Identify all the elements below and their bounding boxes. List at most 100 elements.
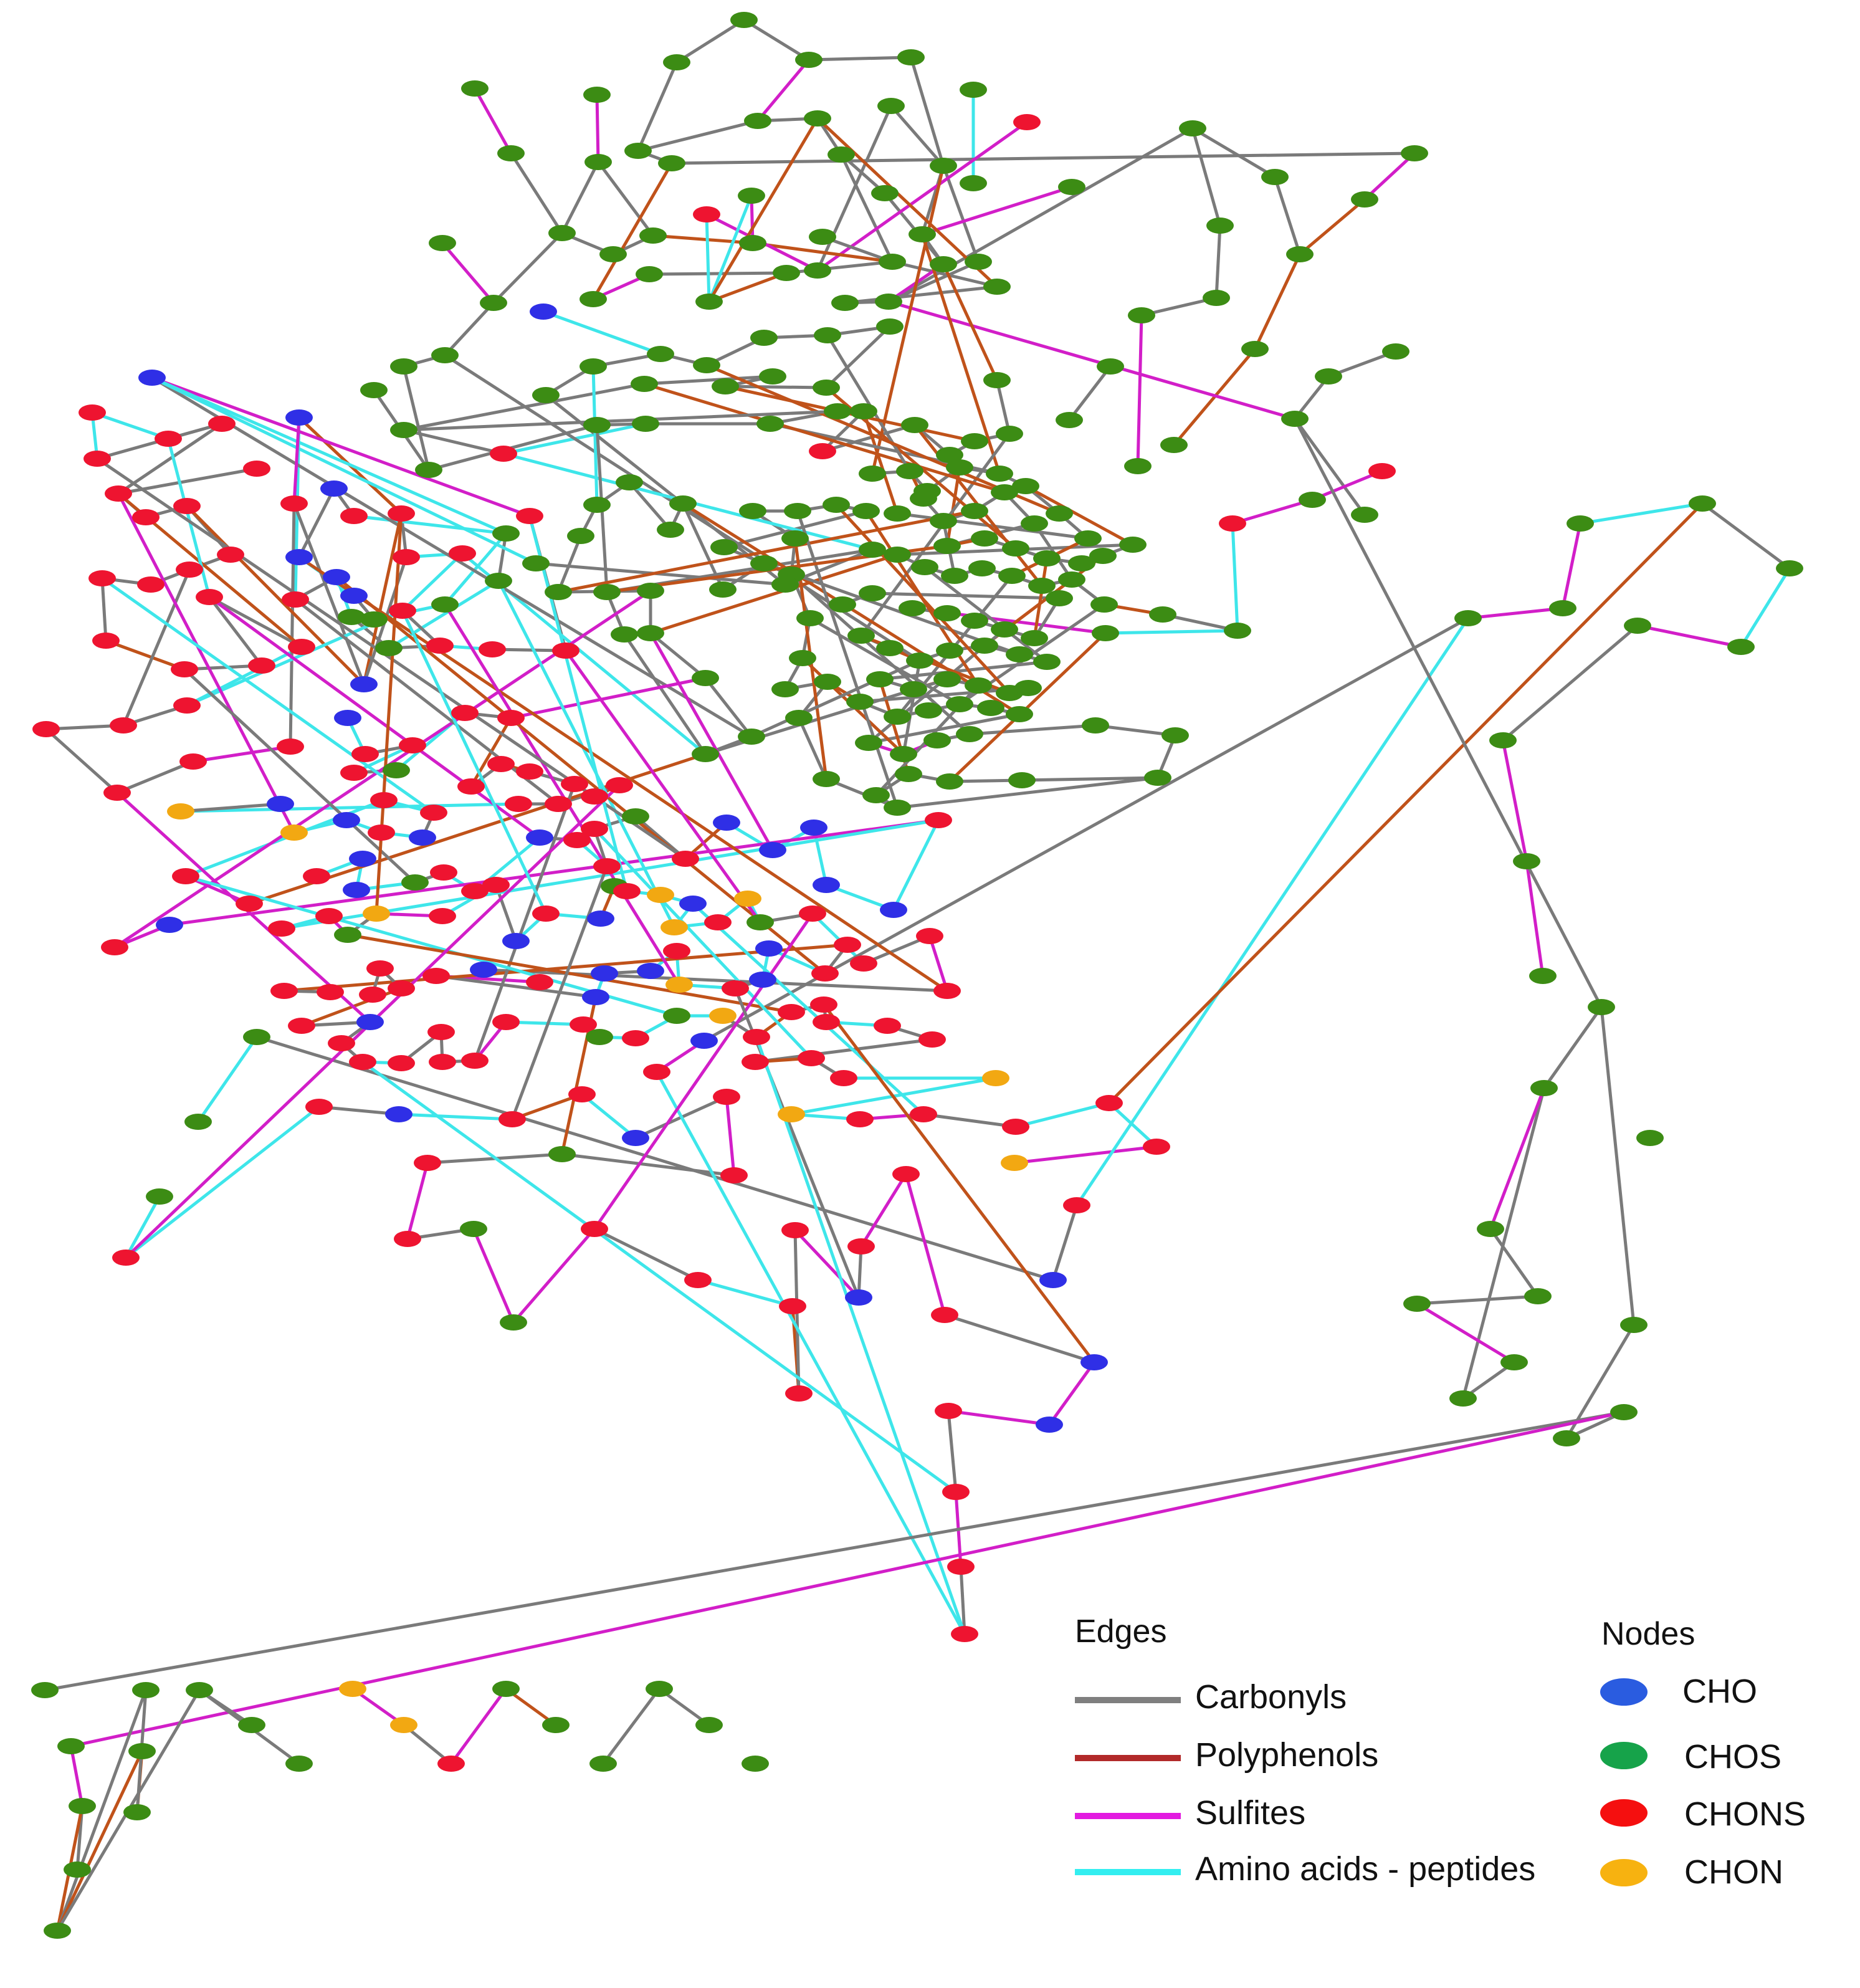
chons-node bbox=[132, 509, 160, 525]
chos-node bbox=[44, 1923, 71, 1939]
chos-node bbox=[1092, 625, 1119, 641]
chons-node bbox=[155, 431, 182, 447]
chons-node bbox=[850, 955, 877, 972]
cho-swatch bbox=[1600, 1678, 1648, 1706]
sulfites-edge bbox=[472, 1228, 515, 1323]
carbonyls-edge bbox=[704, 677, 753, 738]
chons-node bbox=[606, 777, 633, 793]
polyphenols-edge bbox=[862, 411, 899, 514]
chos-node bbox=[1033, 550, 1061, 566]
cho-node bbox=[267, 796, 294, 812]
chos-node bbox=[890, 746, 917, 762]
chon-node bbox=[280, 824, 308, 841]
chos-node bbox=[1089, 548, 1117, 564]
polyphenols-edge bbox=[707, 117, 819, 303]
amino-acids-peptides-edge bbox=[92, 411, 169, 441]
chos-node bbox=[971, 530, 998, 547]
amino-acids-peptides-edge bbox=[655, 1071, 966, 1635]
polyphenols-edge bbox=[652, 234, 753, 245]
chos-node bbox=[1489, 732, 1517, 748]
chos-node bbox=[1477, 1221, 1504, 1237]
carbonyls-swatch bbox=[1075, 1697, 1181, 1703]
chons-node bbox=[847, 1238, 875, 1254]
chos-node bbox=[1082, 717, 1109, 734]
carbonyls-edge bbox=[868, 712, 1020, 745]
chos-node bbox=[1124, 458, 1152, 474]
cho-node bbox=[845, 1289, 872, 1306]
amino-acids-peptides-edge bbox=[1105, 629, 1238, 635]
chos-node bbox=[884, 505, 911, 522]
amino-acids-peptides-edge bbox=[401, 609, 548, 915]
sulfites-edge bbox=[756, 59, 810, 122]
carbonyls-edge bbox=[1293, 418, 1603, 1008]
carbonyls-edge bbox=[1214, 225, 1222, 299]
chos-node bbox=[933, 605, 961, 621]
chon-node bbox=[339, 1681, 366, 1697]
carbonyls-edge bbox=[644, 375, 773, 386]
chos-node bbox=[813, 380, 840, 396]
chos-node bbox=[900, 681, 927, 697]
sulfites-edge bbox=[292, 417, 301, 504]
polyphenols-edge bbox=[186, 505, 365, 686]
carbonyls-edge bbox=[473, 783, 576, 1061]
chos-node bbox=[709, 581, 737, 598]
carbonyls-edge bbox=[1191, 127, 1276, 179]
chos-swatch bbox=[1600, 1742, 1648, 1769]
chos-node bbox=[875, 294, 902, 310]
chon-node bbox=[734, 891, 761, 907]
chos-node bbox=[64, 1861, 91, 1878]
chos-node bbox=[338, 609, 365, 625]
carbonyls-edge bbox=[872, 591, 1060, 600]
chos-node bbox=[968, 560, 996, 576]
amino-acids-peptides-swatch bbox=[1075, 1869, 1181, 1875]
carbonyls-edge bbox=[887, 260, 980, 303]
sulfites-edge bbox=[512, 1228, 596, 1324]
polyphenols-edge bbox=[1033, 558, 1049, 639]
chos-node bbox=[946, 459, 973, 475]
chos-node bbox=[589, 1756, 617, 1772]
cho-node bbox=[679, 896, 707, 912]
carbonyls-edge bbox=[1461, 1087, 1546, 1399]
carbonyls-edge bbox=[117, 760, 194, 795]
chons-node bbox=[516, 763, 543, 780]
carbonyls-edge bbox=[292, 503, 366, 685]
chos-node bbox=[1351, 507, 1378, 523]
chos-node bbox=[1315, 368, 1342, 385]
sulfites-edge bbox=[193, 745, 291, 763]
polyphenols-edge bbox=[1024, 484, 1134, 547]
chos-node bbox=[639, 227, 667, 244]
chons-node bbox=[1219, 515, 1246, 532]
sulfites-edge bbox=[1501, 740, 1529, 862]
chons-node bbox=[561, 776, 588, 792]
chos-node bbox=[1382, 343, 1409, 360]
chos-node bbox=[663, 54, 690, 70]
sulfites-edge bbox=[208, 595, 541, 839]
chons-node bbox=[305, 1099, 333, 1115]
sulfites-edge bbox=[441, 242, 495, 304]
chos-node bbox=[1403, 1296, 1431, 1312]
chons-node bbox=[277, 738, 304, 755]
chons-node bbox=[388, 980, 415, 996]
chos-node bbox=[1299, 492, 1326, 508]
chons-node bbox=[1063, 1197, 1090, 1213]
chos-node bbox=[390, 422, 417, 438]
chons-node bbox=[270, 983, 298, 999]
chons-node bbox=[88, 570, 116, 586]
chos-node bbox=[184, 1114, 212, 1130]
chos-node bbox=[866, 671, 894, 687]
polyphenols-edge bbox=[650, 553, 898, 635]
chos-node bbox=[1286, 246, 1314, 262]
chons-node bbox=[931, 1307, 958, 1323]
chos-node bbox=[936, 643, 963, 659]
chons-node bbox=[643, 1064, 670, 1080]
sulfites-edge bbox=[443, 603, 681, 986]
sulfites-swatch bbox=[1075, 1813, 1181, 1819]
chons-node bbox=[217, 547, 244, 563]
chos-node bbox=[1241, 341, 1269, 357]
chos-node bbox=[879, 254, 906, 270]
amino-acids-peptides-edge bbox=[196, 1036, 259, 1123]
chos-node bbox=[823, 497, 850, 513]
chos-node bbox=[485, 573, 512, 589]
chons-node bbox=[437, 1756, 465, 1772]
chons-node bbox=[490, 446, 517, 462]
